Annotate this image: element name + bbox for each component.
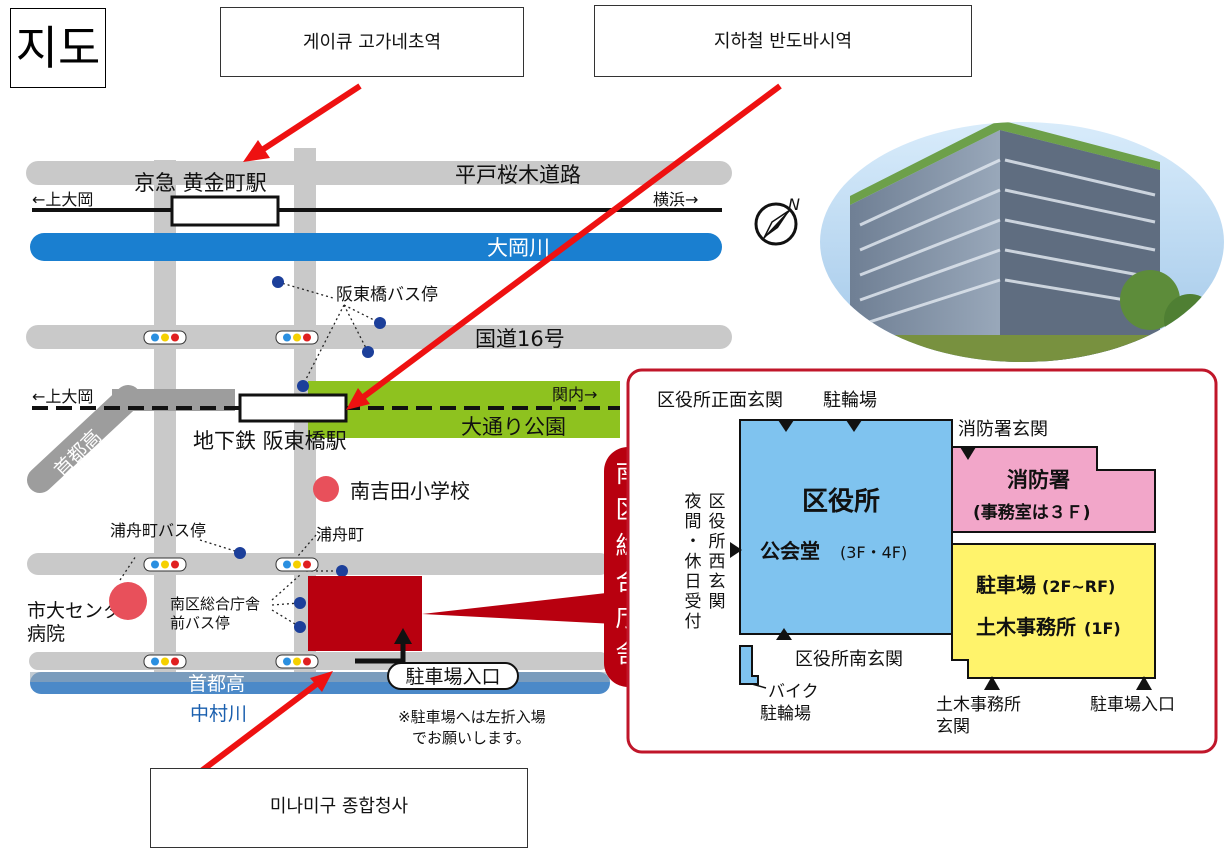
parking-note-1: ※駐車場へは左折入場 [398, 708, 546, 726]
bike-parking-label-1: バイク [768, 682, 819, 702]
main-entrance-label: 区役所正面玄関 [657, 390, 783, 411]
hall-floors-label: (3F・4F) [840, 543, 907, 562]
school-marker [313, 476, 339, 502]
bus-stop-sogo-label-2: 前バス停 [170, 614, 230, 632]
parking-entrance-arrow [355, 640, 406, 664]
river-ooka-label: 大岡川 [487, 236, 550, 260]
map-title: 지도 [10, 8, 106, 88]
floor-bike-parking [739, 645, 759, 685]
svg-text:付: 付 [685, 612, 702, 632]
svg-text:間: 間 [685, 512, 702, 532]
bus-stop-bandobashi-label: 阪東橋バス停 [336, 285, 438, 305]
night-reception-label: 夜 間 ・ 休 日 受 付 [685, 492, 702, 632]
hospital-label-2: 病院 [27, 623, 65, 645]
bus-stop-dot [234, 547, 246, 559]
public-works-floor-label: (1F) [1084, 619, 1121, 638]
svg-text:・: ・ [685, 532, 702, 552]
river-nakamura-label: 中村川 [190, 703, 247, 725]
callout-arrows [198, 83, 782, 775]
bus-stop-dot [336, 565, 348, 577]
traffic-lights [143, 330, 319, 669]
svg-text:玄: 玄 [709, 572, 726, 592]
svg-text:西: 西 [709, 552, 726, 572]
bus-stop-urafune-label: 浦舟町バス停 [110, 521, 206, 540]
bus-stop-sogo-label-1: 南区総合庁舎 [170, 595, 260, 613]
parking-arrow-head [394, 628, 412, 644]
parking-note-2: でお願いします。 [412, 729, 531, 747]
ward-office-callout: 미나미구 종합청사 [150, 768, 528, 848]
south-entrance-label: 区役所南玄関 [795, 649, 903, 670]
bus-stop-dot [374, 317, 386, 329]
parking-entrance-pill [387, 662, 519, 690]
kannai-label: 関内→ [552, 385, 597, 404]
svg-text:日: 日 [685, 572, 702, 592]
svg-text:役: 役 [709, 512, 726, 532]
keikyu-station-box [170, 195, 280, 227]
west-entrance-label: 区 役 所 西 玄 関 [709, 492, 726, 612]
svg-text:関: 関 [709, 592, 726, 612]
bike-leader [751, 683, 767, 689]
river-ooka [30, 233, 722, 261]
floor-parking [951, 543, 1156, 679]
keikyu-station-label: 京急 黄金町駅 [134, 171, 267, 195]
subway-station-label: 地下鉄 阪東橋駅 [193, 429, 347, 453]
fire-station-label: 消防署 [1007, 468, 1070, 492]
svg-text:受: 受 [685, 592, 702, 612]
building-pointer [422, 592, 615, 624]
bicycle-parking-label: 駐輪場 [823, 390, 877, 411]
bus-stop-dot [272, 276, 284, 288]
road-hirado-label: 平戸桜木道路 [455, 163, 581, 187]
pw-entrance-label-1: 土木事務所 [936, 695, 1021, 715]
parking-floor-label: 駐車場 [976, 573, 1036, 597]
svg-text:N: N [788, 195, 800, 214]
svg-text:休: 休 [685, 552, 702, 572]
fire-office-label: (事務室は３Ｆ) [973, 502, 1091, 523]
svg-text:所: 所 [709, 532, 726, 552]
yokohama-label: 横浜→ [653, 190, 698, 209]
parking-floors-label: (2F~RF) [1042, 577, 1115, 596]
hospital-marker [109, 582, 147, 620]
parking-entrance-floor-label: 駐車場入口 [1090, 695, 1175, 715]
entrance-arrows [730, 420, 1152, 690]
svg-text:区: 区 [709, 492, 726, 512]
kamiooka-mid-label: ←上大岡 [32, 387, 93, 406]
hall-label: 公会堂 [760, 539, 820, 563]
park-label: 大通り公園 [461, 415, 566, 439]
svg-text:夜: 夜 [685, 492, 702, 512]
school-label: 南吉田小学校 [350, 479, 470, 503]
keikyu-station-callout: 게이큐 고가네초역 [220, 7, 524, 77]
bus-stop-dot [297, 380, 309, 392]
bus-stop-dot [294, 621, 306, 633]
building-photo [820, 122, 1224, 362]
route16-label: 国道16号 [475, 327, 565, 351]
bus-stop-dot [294, 597, 306, 609]
subway-station-box [238, 393, 348, 423]
pw-entrance-label-2: 玄関 [936, 717, 970, 737]
floor-ward-office [739, 419, 953, 635]
kamiooka-top-label: ←上大岡 [32, 190, 93, 209]
parking-entrance-label: 駐車場入口 [405, 666, 500, 688]
bike-parking-label-2: 駐輪場 [760, 704, 811, 724]
subway-station-callout: 지하철 반도바시역 [594, 5, 972, 77]
shuto-lower-label: 首都高 [188, 673, 245, 695]
fire-entrance-label: 消防署玄関 [958, 419, 1048, 440]
bus-stop-dot [362, 346, 374, 358]
floor-fire-station [951, 446, 1156, 533]
public-works-label: 土木事務所 [976, 615, 1076, 639]
compass-icon: N [754, 195, 800, 246]
road-diagonal-shuto [27, 385, 141, 493]
ward-office-label: 区役所 [802, 487, 880, 517]
urafune-label: 浦舟町 [316, 525, 364, 544]
